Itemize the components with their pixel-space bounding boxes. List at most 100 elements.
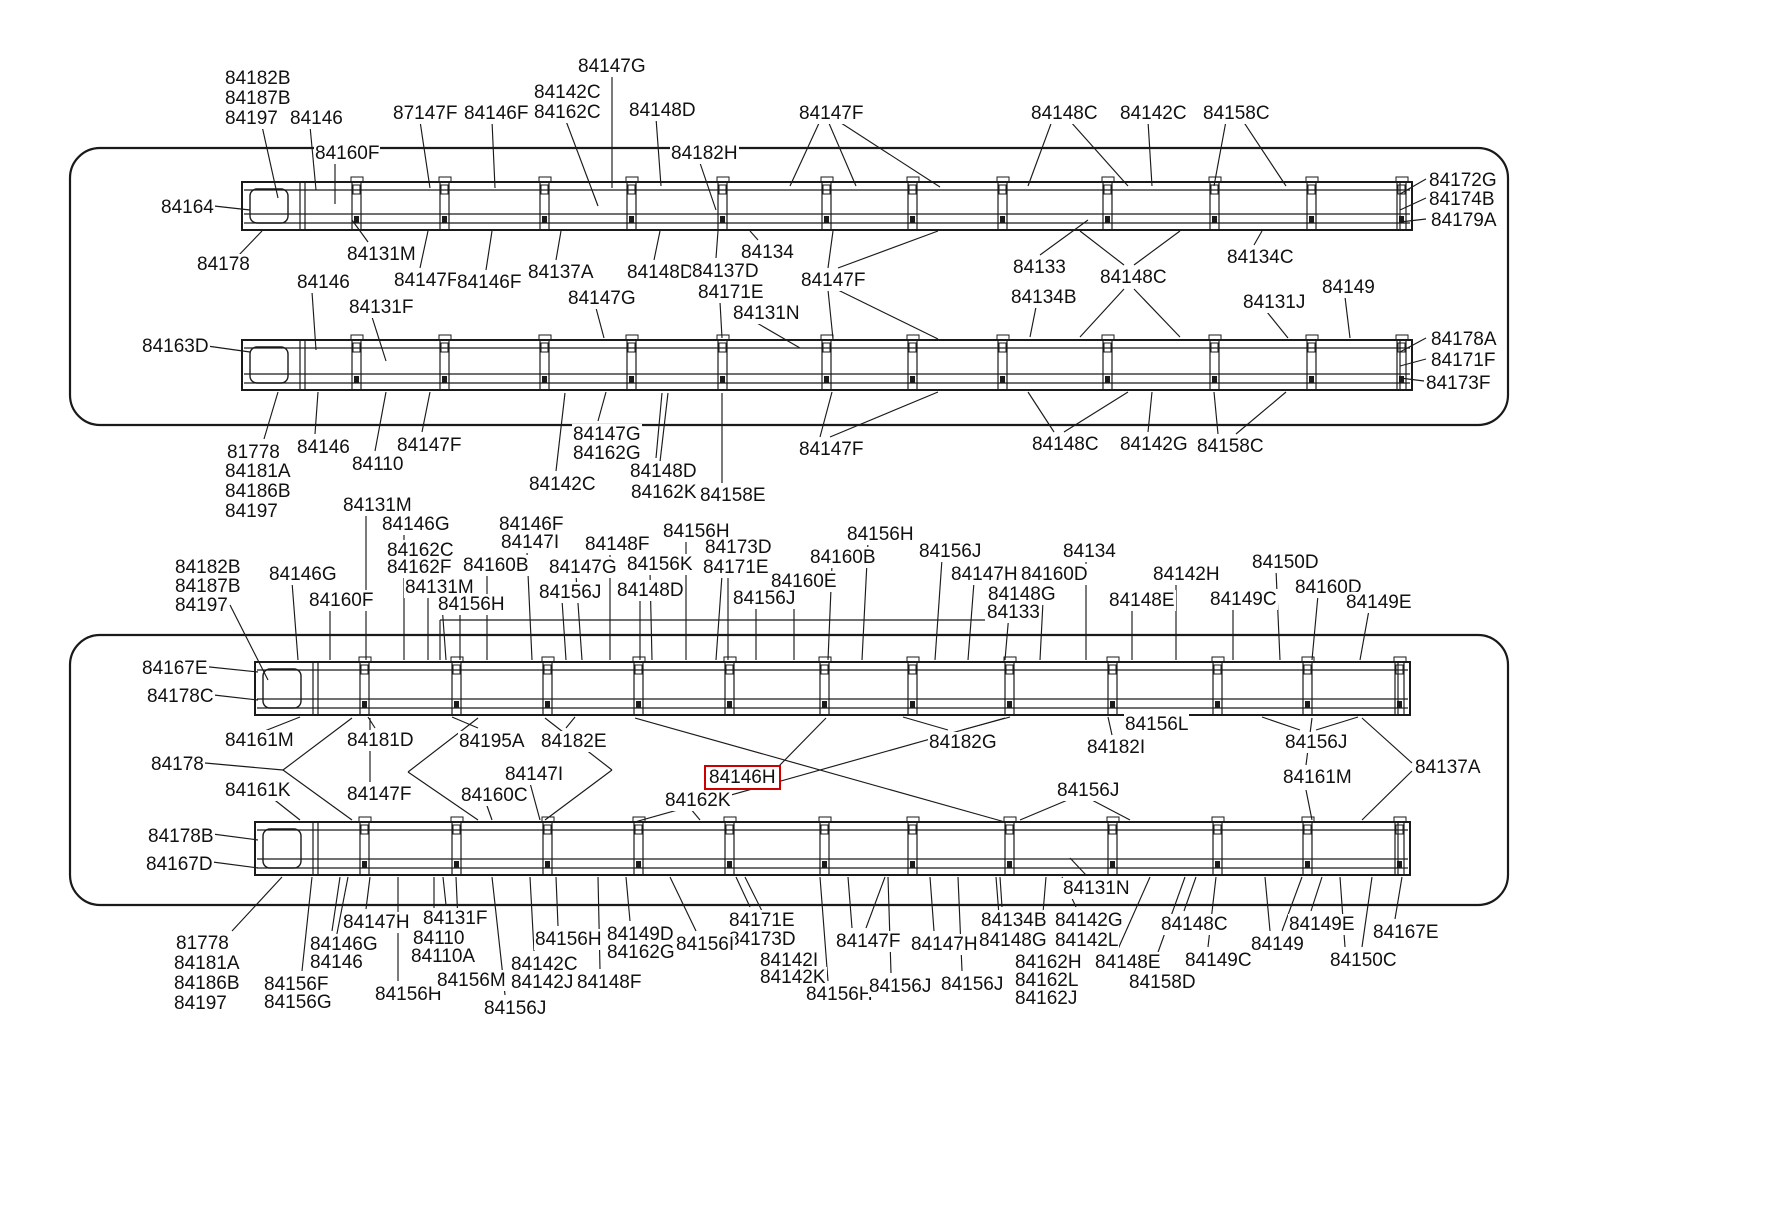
part-label: 84156J — [918, 541, 983, 562]
part-label: 84158E — [699, 485, 767, 506]
part-label: 84178B — [147, 826, 215, 847]
part-label: 84162L — [1014, 970, 1080, 991]
part-label: 84147F — [800, 270, 867, 291]
part-label: 84156H — [374, 984, 443, 1005]
part-label: 84156H — [437, 594, 506, 615]
part-label: 84147G — [567, 288, 637, 309]
part-label: 84110 — [412, 928, 466, 949]
part-label: 84147F — [393, 270, 460, 291]
part-label: 84137A — [527, 262, 595, 283]
part-label: 84156M — [436, 970, 507, 991]
part-label: 84148F — [584, 534, 651, 555]
part-label: 84156J — [732, 588, 797, 609]
part-label: 84167E — [1372, 922, 1440, 943]
part-label: 84186B — [173, 973, 241, 994]
part-label: 84149 — [1250, 934, 1305, 955]
part-label: 84197 — [224, 501, 279, 522]
part-label: 84142G — [1119, 434, 1189, 455]
part-label: 84134 — [1062, 541, 1117, 562]
part-label: 84161M — [224, 730, 295, 751]
part-label: 84146 — [289, 108, 344, 129]
part-label: 84160C — [460, 785, 529, 806]
part-label: 84148E — [1094, 952, 1162, 973]
part-label: 84146G — [381, 514, 451, 535]
part-label: 84156J — [1056, 780, 1121, 801]
part-label: 84182B — [174, 557, 242, 578]
part-label: 84158D — [1128, 972, 1197, 993]
part-label: 84146 — [309, 952, 364, 973]
part-label: 84131N — [732, 303, 801, 324]
part-label: 84156F — [263, 974, 330, 995]
part-label: 84173F — [1425, 373, 1492, 394]
part-label: 84156K — [626, 554, 694, 575]
part-label: 84134 — [740, 242, 795, 263]
part-label: 84160F — [308, 590, 375, 611]
part-label: 84147F — [396, 435, 463, 456]
part-label: 84150C — [1329, 950, 1398, 971]
part-label: 84182B — [224, 68, 292, 89]
part-label: 84148C — [1031, 434, 1100, 455]
part-label: 84110A — [410, 946, 477, 967]
part-label: 84146G — [309, 934, 379, 955]
part-label: 84181A — [173, 953, 241, 974]
part-label-highlighted: 84146H — [704, 765, 781, 790]
part-label: 84131J — [1242, 292, 1307, 313]
part-label: 84156J — [538, 582, 603, 603]
part-label: 84146F — [498, 514, 565, 535]
part-label: 81778 — [226, 442, 281, 463]
part-label: 84146 — [296, 272, 351, 293]
part-label: 84156H — [534, 929, 603, 950]
part-label: 84146F — [456, 272, 523, 293]
part-label: 84149 — [1321, 277, 1376, 298]
part-label: 84162G — [606, 942, 676, 963]
part-label: 84142H — [1152, 564, 1221, 585]
part-label: 84167E — [141, 658, 209, 679]
part-label: 84134B — [980, 910, 1048, 931]
part-label: 84142C — [533, 82, 602, 103]
part-label: 84171E — [728, 910, 796, 931]
part-label: 84131F — [348, 297, 415, 318]
part-label: 84148D — [629, 461, 698, 482]
part-label: 84162K — [664, 790, 732, 811]
part-label: 84182I — [1086, 737, 1147, 758]
part-label: 84181D — [346, 730, 415, 751]
part-label: 84197 — [173, 993, 228, 1014]
part-label: 84156J — [868, 976, 933, 997]
part-label: 84156H — [805, 984, 874, 1005]
part-label: 84142C — [510, 954, 579, 975]
part-label: 84147F — [798, 439, 865, 460]
part-label: 84131M — [342, 495, 413, 516]
part-label: 84148D — [628, 100, 697, 121]
part-label: 84181A — [224, 461, 292, 482]
part-label: 84160B — [809, 547, 877, 568]
part-label: 84171E — [697, 282, 765, 303]
part-label: 84149E — [1345, 592, 1413, 613]
part-label: 84146G — [268, 564, 338, 585]
part-label: 84160F — [314, 143, 381, 164]
part-label: 84162C — [386, 540, 455, 561]
part-label: 84149C — [1209, 589, 1278, 610]
part-label: 84148C — [1160, 914, 1229, 935]
part-label: 84137A — [1414, 757, 1482, 778]
part-label: 84178A — [1430, 329, 1498, 350]
part-label: 84134B — [1010, 287, 1078, 308]
part-label: 84164 — [160, 197, 215, 218]
part-label: 84162J — [1014, 988, 1079, 1009]
part-label: 84137D — [691, 261, 760, 282]
part-label: 84131N — [1062, 878, 1131, 899]
part-label: 84142C — [528, 474, 597, 495]
part-label: 84147G — [572, 424, 642, 445]
part-label: 84148C — [1030, 103, 1099, 124]
part-label: 84156H — [846, 524, 915, 545]
part-label: 84172G — [1428, 170, 1498, 191]
part-label: 81778 — [175, 933, 230, 954]
part-label: 84131M — [404, 577, 475, 598]
part-label: 84162F — [386, 557, 453, 578]
part-label: 84158C — [1196, 436, 1265, 457]
part-label: 84131M — [346, 244, 417, 265]
part-label: 84147G — [548, 557, 618, 578]
part-label: 84148E — [1108, 590, 1176, 611]
part-label: 84158C — [1202, 103, 1271, 124]
part-label: 84187B — [174, 576, 242, 597]
